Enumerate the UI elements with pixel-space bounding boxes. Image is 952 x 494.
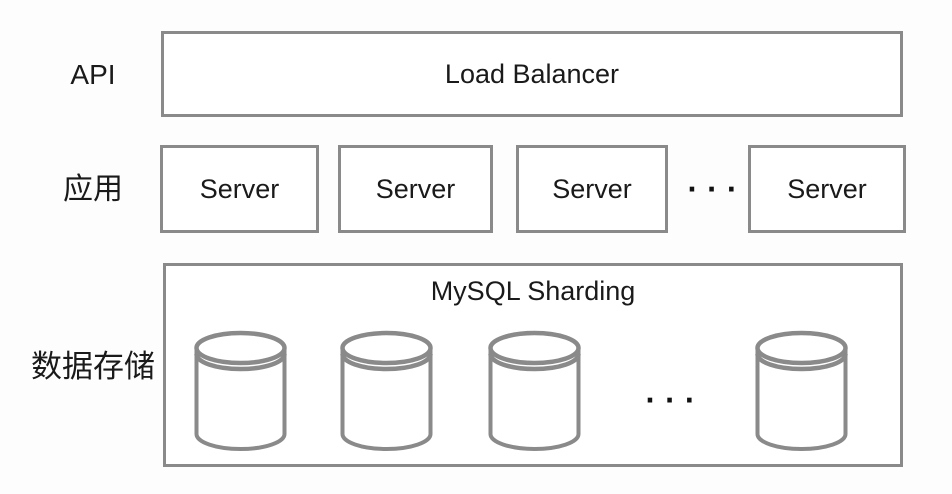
- database-cylinder-icon: [340, 330, 433, 451]
- load-balancer-box: Load Balancer: [161, 31, 903, 117]
- row-label-api: API: [70, 59, 116, 90]
- database-cylinder-icon: [755, 330, 848, 451]
- databases-ellipsis: ···: [645, 381, 705, 418]
- server-label: Server: [552, 173, 632, 204]
- server-label: Server: [199, 173, 280, 204]
- mysql-sharding-box: MySQL Sharding ···: [163, 263, 903, 467]
- database-cylinder-icon: [488, 330, 581, 451]
- server-box-1: Server: [160, 145, 319, 233]
- load-balancer-label: Load Balancer: [444, 58, 620, 89]
- row-label-storage: 数据存储: [31, 349, 155, 384]
- mysql-sharding-title: MySQL Sharding: [430, 276, 636, 306]
- server-label: Server: [787, 173, 867, 204]
- row-label-app: 应用: [63, 173, 123, 206]
- server-box-2: Server: [338, 145, 493, 233]
- server-box-3: Server: [516, 145, 668, 233]
- servers-ellipsis: ···: [687, 170, 747, 207]
- database-cylinder-icon: [194, 330, 287, 451]
- server-box-4: Server: [748, 145, 906, 233]
- server-label: Server: [375, 173, 456, 204]
